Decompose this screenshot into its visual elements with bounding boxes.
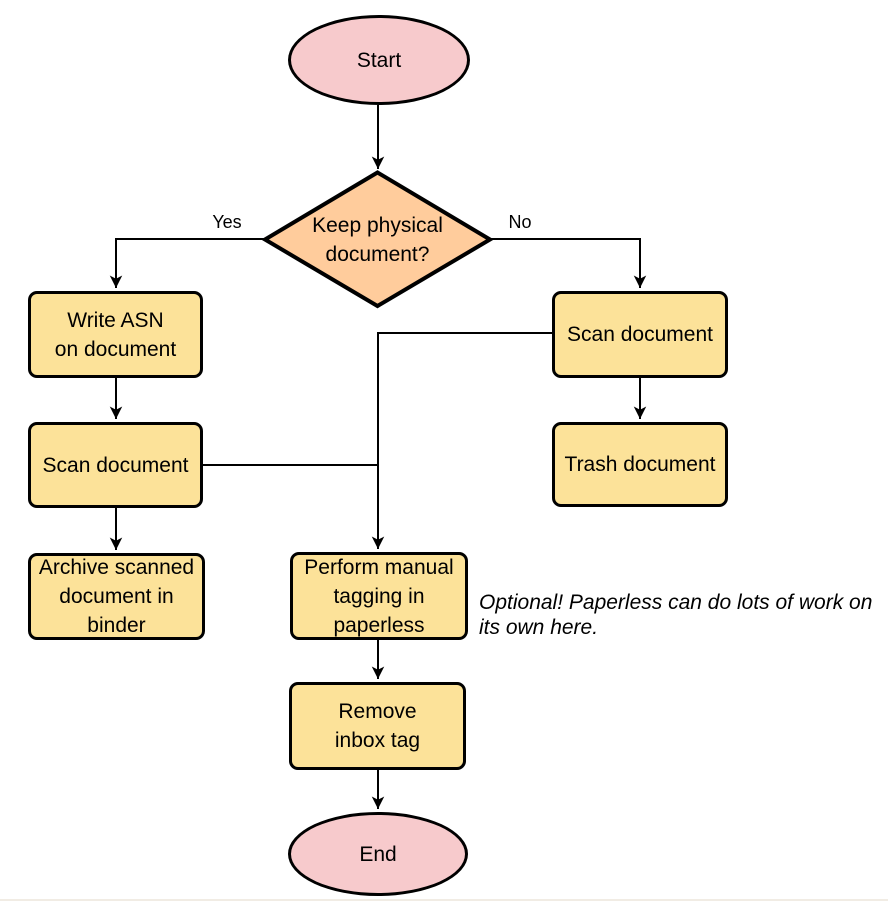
edge-decision-yes [109, 238, 265, 288]
node-trash-document: Trash document [552, 422, 728, 507]
edge-decision-no [490, 238, 647, 288]
node-scan-document-left: Scan document [28, 422, 203, 508]
node-decision-shape [261, 170, 494, 309]
node-write-asn: Write ASN on document [28, 291, 203, 378]
node-end: End [288, 812, 468, 896]
node-decision-label: Keep physical document? [312, 213, 443, 266]
node-remove-inbox-tag: Remove inbox tag [289, 682, 466, 770]
edge-label-no: No [508, 212, 532, 232]
node-start: Start [288, 15, 470, 105]
annotation-note: Optional! Paperless can do lots of work … [479, 591, 873, 639]
node-archive-in-binder: Archive scanned document in binder [28, 553, 205, 640]
node-scan-document-right: Scan document [552, 291, 728, 378]
node-manual-tagging: Perform manual tagging in paperless [290, 552, 468, 640]
canvas-bottom-rule [0, 899, 888, 901]
edge-label-yes: Yes [212, 212, 242, 232]
edge-scanright-to-tagging [371, 332, 552, 549]
